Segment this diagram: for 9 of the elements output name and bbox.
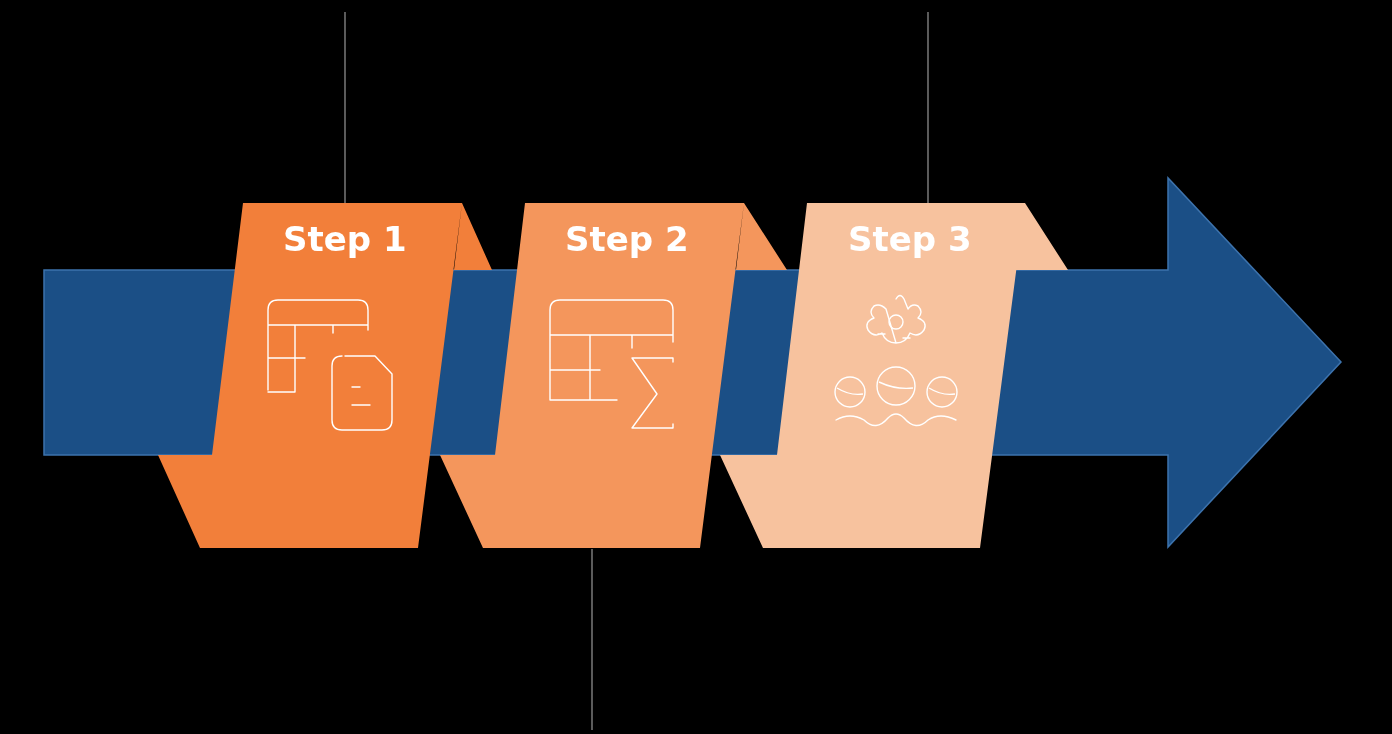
step-panel [158, 203, 494, 549]
step-title: Step 2 [565, 222, 689, 256]
step-title: Step 1 [283, 222, 407, 256]
step-panel [720, 203, 1068, 549]
step-panel [440, 203, 788, 549]
step-title: Step 3 [848, 222, 972, 256]
leader-line [344, 11, 346, 204]
leader-line [591, 548, 593, 731]
leader-line [927, 11, 929, 204]
